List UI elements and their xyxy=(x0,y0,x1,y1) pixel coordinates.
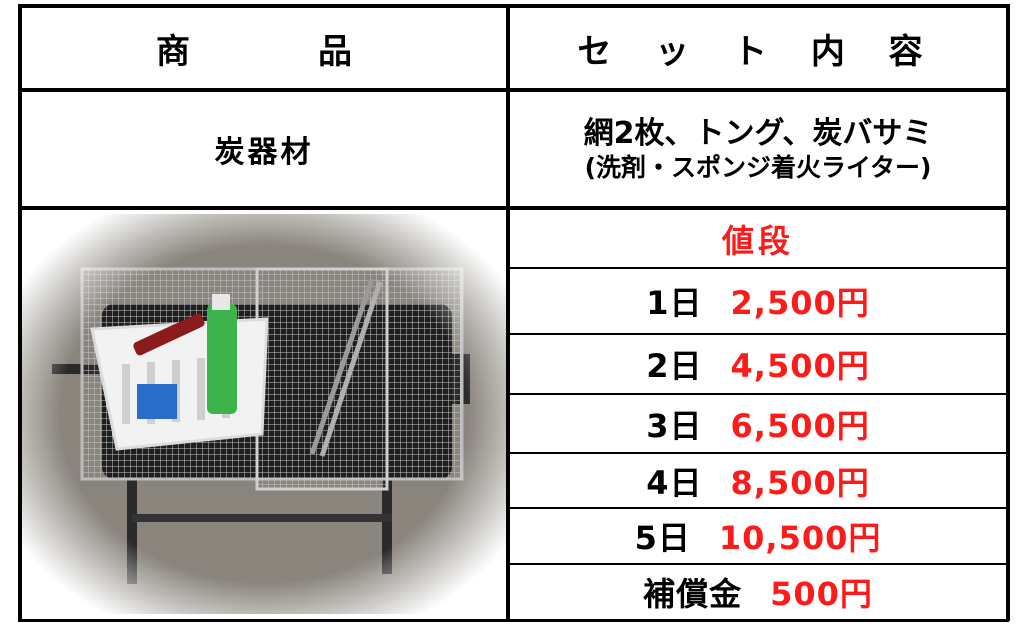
item-name: 炭器材 xyxy=(214,135,314,170)
border-bottom xyxy=(18,619,1009,622)
price-row-value: 6,500円 xyxy=(730,406,870,445)
price-title: 値段 xyxy=(510,210,1006,267)
price-row-2: 2日 4,500円 xyxy=(510,335,1006,393)
price-line-2 xyxy=(506,333,1009,335)
price-row-value: 10,500円 xyxy=(718,519,882,557)
row-line-2 xyxy=(18,206,1009,210)
item-contents-line2: (洗剤・スポンジ着火ライター) xyxy=(584,153,932,182)
price-row-5: 5日 10,500円 xyxy=(510,509,1006,563)
row-line-1 xyxy=(18,88,1009,92)
compensation-row: 補償金 500円 xyxy=(510,565,1006,619)
price-line-5 xyxy=(506,507,1009,509)
column-divider xyxy=(506,4,510,621)
item-contents-line1: 網2枚、トング、炭バサミ xyxy=(583,116,933,151)
price-row-day: 4日 xyxy=(646,463,703,502)
price-row-3: 3日 6,500円 xyxy=(510,395,1006,452)
header-set-contents: セ ッ ト 内 容 xyxy=(510,8,1006,88)
border-top xyxy=(18,4,1009,8)
price-line-3 xyxy=(506,393,1009,395)
price-row-value: 2,500円 xyxy=(730,284,870,322)
price-row-day: 1日 xyxy=(646,284,703,322)
price-row-day: 3日 xyxy=(646,406,703,445)
compensation-value: 500円 xyxy=(770,575,873,613)
price-row-value: 8,500円 xyxy=(730,463,870,502)
header-product-label: 商 品 xyxy=(156,31,372,72)
price-line-6 xyxy=(506,563,1009,565)
price-line-1 xyxy=(506,267,1009,269)
price-row-4: 4日 8,500円 xyxy=(510,454,1006,507)
price-row-value: 4,500円 xyxy=(730,347,870,385)
price-line-4 xyxy=(506,452,1009,454)
header-product: 商 品 xyxy=(22,8,506,88)
price-row-1: 1日 2,500円 xyxy=(510,269,1006,333)
price-title-label: 値段 xyxy=(721,221,794,260)
compensation-label: 補償金 xyxy=(643,575,743,613)
header-set-label: セ ッ ト 内 容 xyxy=(577,31,939,72)
item-contents-cell: 網2枚、トング、炭バサミ (洗剤・スポンジ着火ライター) xyxy=(510,92,1006,206)
item-name-cell: 炭器材 xyxy=(22,92,506,206)
price-row-day: 2日 xyxy=(646,347,703,385)
bbq-grill-photo xyxy=(22,214,506,614)
border-left xyxy=(18,4,22,621)
price-row-day: 5日 xyxy=(634,519,691,557)
border-right xyxy=(1006,4,1010,621)
